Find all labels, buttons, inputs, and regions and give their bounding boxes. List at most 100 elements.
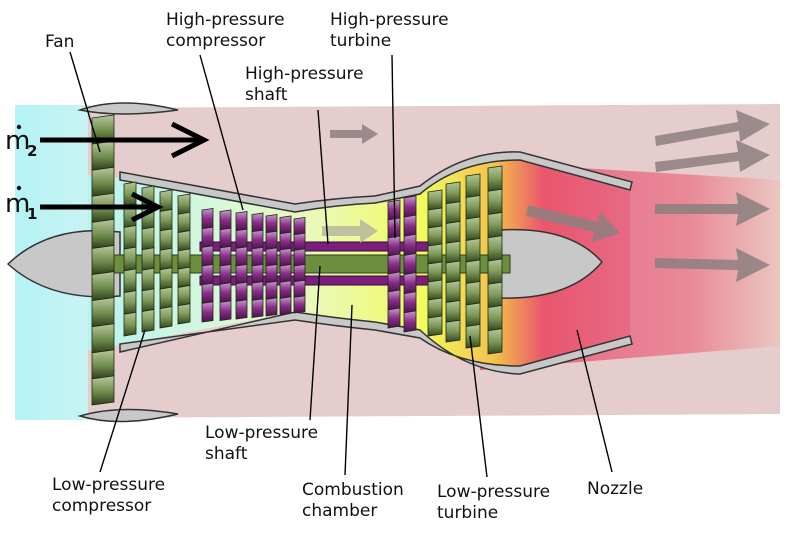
lp-turbine-stage-2-segment bbox=[445, 300, 461, 323]
lp-turbine-stage-2-segment bbox=[445, 260, 461, 284]
bypass-flow-subscript: 2 bbox=[27, 142, 37, 160]
label-lp-compressor-1: Low-pressure bbox=[52, 475, 165, 495]
lp-turbine-stage-3-segment bbox=[465, 195, 481, 220]
lp-turbine-stage-4-segment bbox=[487, 212, 503, 239]
hp-compressor-stage-2-segment bbox=[219, 264, 232, 285]
lp-compressor-stage-4 bbox=[177, 193, 191, 325]
hp-compressor-stage-6-segment bbox=[279, 247, 292, 267]
fan-blade-segment bbox=[91, 140, 115, 171]
lp-turbine-stage-1-segment bbox=[427, 297, 443, 319]
lp-turbine-stage-2-segment bbox=[445, 221, 461, 244]
hp-compressor-stage-3-segment bbox=[235, 246, 248, 267]
hp-compressor-stage-1-segment bbox=[201, 301, 214, 323]
hp-turbine-stage-1-segment bbox=[387, 235, 401, 257]
fan-blade-segment bbox=[91, 218, 115, 249]
leader-hp-turbine bbox=[391, 54, 396, 239]
nacelle-lip-bottom bbox=[77, 408, 179, 423]
hp-compressor-stage-7-segment bbox=[293, 295, 306, 314]
flow-arrow-exhaust-2 bbox=[655, 140, 770, 172]
lp-compressor-stage-3-segment bbox=[159, 306, 173, 329]
flow-arrow-core-combustion bbox=[322, 219, 378, 243]
lp-turbine-stage-1-segment bbox=[427, 243, 443, 265]
leader-fan bbox=[69, 51, 101, 153]
hp-compressor-stage-7-segment bbox=[293, 248, 306, 267]
lp-turbine-stage-4-segment bbox=[487, 281, 503, 308]
lp-compressor-stage-3-segment bbox=[159, 208, 173, 232]
bypass-mass-flow-symbol: m 2 bbox=[5, 124, 37, 160]
fan-blade-segment bbox=[91, 349, 115, 380]
label-hp-compressor-2: compressor bbox=[166, 31, 265, 51]
fan-blade-segment bbox=[91, 166, 115, 197]
hp-compressor-stage-1-segment bbox=[201, 245, 214, 267]
lp-compressor-stage-1-segment bbox=[123, 268, 137, 294]
core-flow-arrowhead bbox=[130, 191, 164, 223]
lp-compressor-stage-2-segment bbox=[141, 288, 155, 312]
leader-hp-shaft bbox=[317, 109, 329, 245]
label-lp-turbine-1: Low-pressure bbox=[437, 482, 550, 502]
lp-turbine-stage-2 bbox=[445, 181, 461, 343]
hp-turbine-stage-1 bbox=[387, 199, 401, 329]
hp-compressor-stage-4-segment bbox=[251, 298, 264, 318]
bypass-flow-m: m bbox=[5, 126, 30, 156]
lp-compressor-stage-1 bbox=[123, 181, 137, 337]
lp-turbine-stage-2-segment bbox=[445, 319, 461, 343]
hp-compressor-stage-1-segment bbox=[201, 264, 214, 286]
leader-lp-compressor bbox=[99, 329, 146, 473]
lp-compressor-stage-4-segment bbox=[177, 211, 191, 234]
label-hp-turbine-2: turbine bbox=[330, 31, 391, 51]
hp-compressor-stage-2-segment bbox=[219, 300, 232, 321]
fan-blade-segment bbox=[91, 297, 115, 328]
label-lp-compressor-2: compressor bbox=[52, 496, 151, 516]
leader-combustion bbox=[344, 304, 353, 476]
flow-arrow-core-exit bbox=[526, 205, 620, 242]
hp-compressor-stage-7-segment bbox=[293, 264, 306, 283]
flow-arrow-exhaust-4 bbox=[655, 248, 770, 282]
lp-turbine-stage-2-segment bbox=[445, 280, 461, 303]
label-hp-turbine-1: High-pressure bbox=[330, 10, 449, 30]
hp-compressor-stage-6-segment bbox=[279, 215, 292, 235]
lp-compressor-stage-4-segment bbox=[177, 230, 191, 252]
hp-compressor-stage-2 bbox=[219, 209, 232, 321]
leader-hp-compressor bbox=[199, 54, 244, 211]
lp-turbine-stage-3-segment bbox=[465, 324, 481, 349]
label-hp-compressor-1: High-pressure bbox=[166, 10, 285, 30]
core-casing-top bbox=[119, 151, 633, 213]
label-nozzle: Nozzle bbox=[587, 479, 643, 499]
lp-compressor-stage-3-segment bbox=[159, 189, 173, 212]
hp-turbine-stage-1-segment bbox=[387, 289, 401, 311]
label-fan: Fan bbox=[45, 32, 74, 52]
lp-turbine-stage-3-segment bbox=[465, 281, 481, 306]
flow-arrows-gray bbox=[322, 110, 770, 282]
fan-blade-segment bbox=[91, 244, 115, 276]
lp-turbine-stage-4-segment bbox=[487, 188, 503, 215]
hp-compressor-stage-5-segment bbox=[265, 214, 278, 234]
hp-compressor-stage-5-segment bbox=[265, 280, 278, 300]
leader-nozzle bbox=[576, 329, 613, 473]
lp-turbine-stage-3-segment bbox=[465, 216, 481, 241]
hp-compressor-stage-3-segment bbox=[235, 264, 248, 285]
hp-compressor-stage-7 bbox=[293, 217, 306, 314]
bypass-flow-arrowhead bbox=[170, 121, 210, 159]
hp-turbine-stage-1-segment bbox=[387, 217, 401, 239]
lp-compressor-stage-4-segment bbox=[177, 303, 191, 325]
hp-turbine-stage-2-segment bbox=[403, 252, 417, 276]
hp-turbine-stage-2-segment bbox=[403, 272, 417, 295]
core-flow-m: m bbox=[5, 189, 30, 219]
hp-compressor-stage-7-segment bbox=[293, 232, 306, 251]
hp-compressor-stage-4-segment bbox=[251, 246, 264, 267]
hp-turbine-stage-2 bbox=[403, 195, 417, 333]
hp-compressor-stage-1 bbox=[201, 208, 214, 323]
core-flow-dot bbox=[16, 185, 22, 191]
lp-compressor-stage-4-segment bbox=[177, 248, 191, 270]
hp-compressor-stage-4-segment bbox=[251, 264, 264, 284]
hp-compressor-stage-4 bbox=[251, 212, 264, 318]
lp-compressor-stage-2-segment bbox=[141, 247, 155, 271]
hp-turbine-stage-2-segment bbox=[403, 310, 417, 333]
lp-turbine-stage-1-segment bbox=[427, 189, 443, 211]
lp-turbine-stage-2-segment bbox=[445, 201, 461, 224]
leader-lp-shaft bbox=[309, 265, 321, 421]
hp-compressor-stage-3-segment bbox=[235, 299, 248, 320]
lp-compressor-stage-4-segment bbox=[177, 193, 191, 215]
hp-compressor-stage-3-segment bbox=[235, 228, 248, 249]
